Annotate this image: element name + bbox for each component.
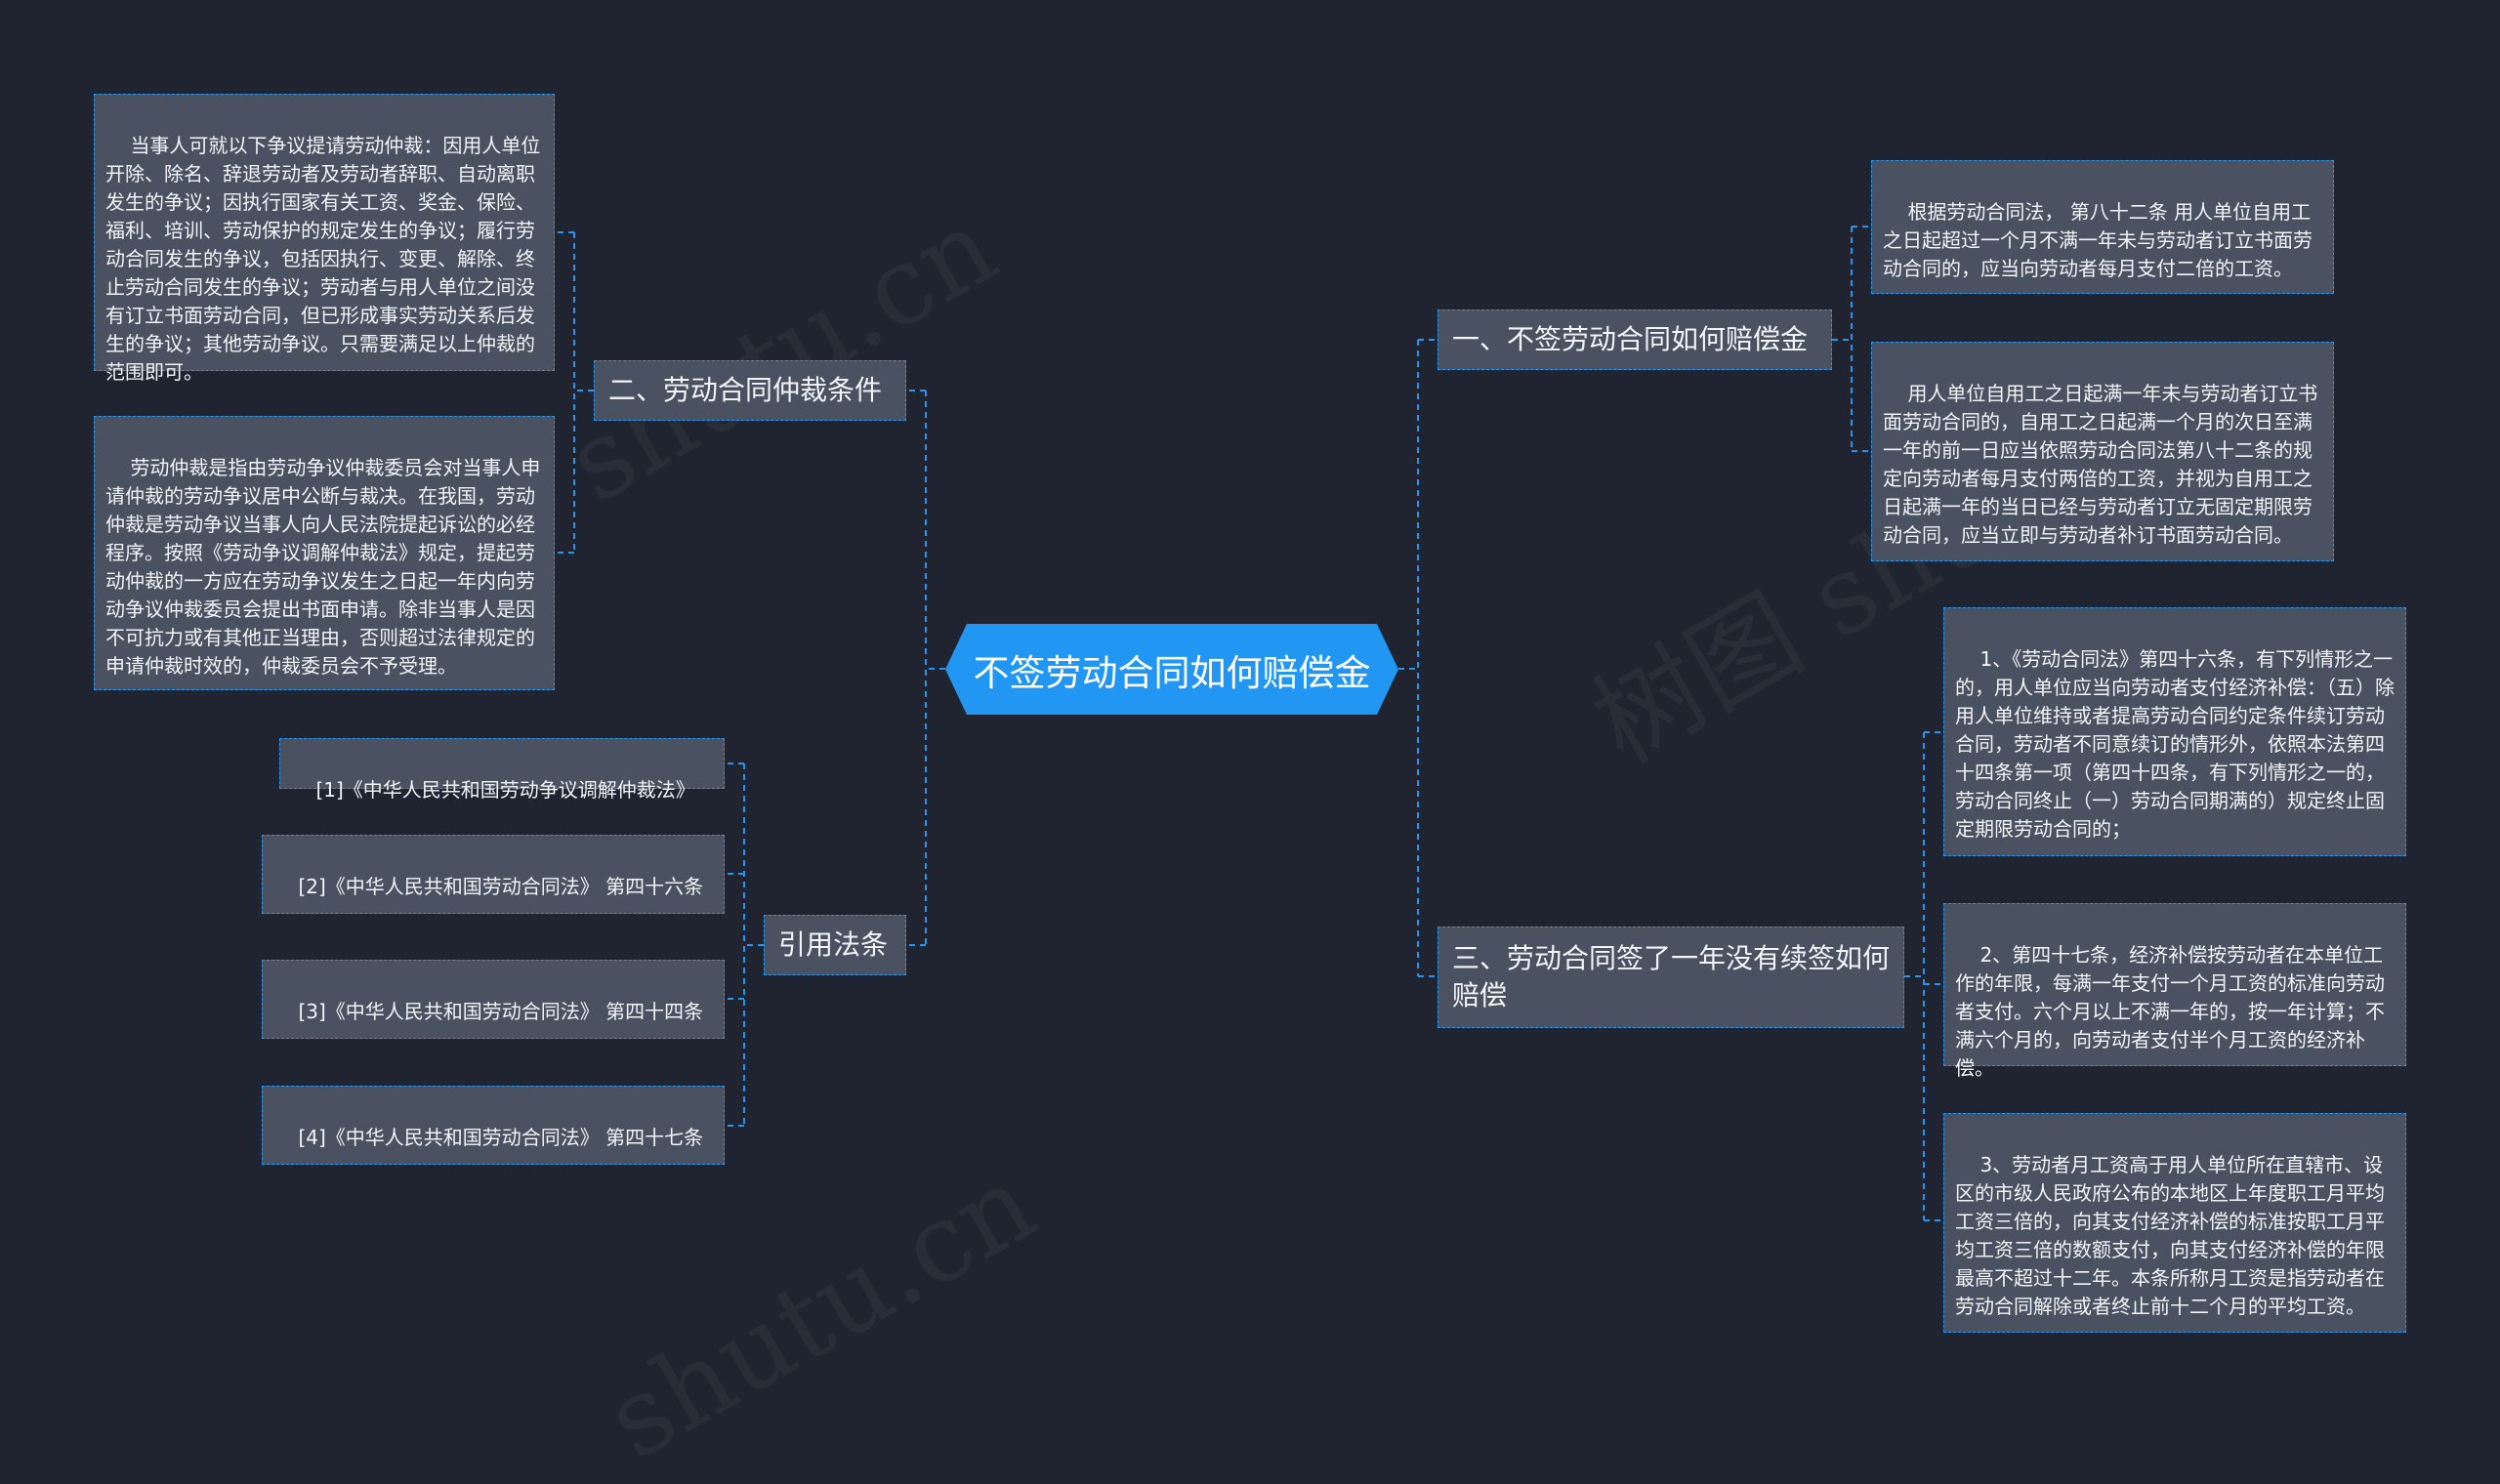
leaf-text: 3、劳动者月工资高于用人单位所在直辖市、设区的市级人民政府公布的本地区上年度职工… bbox=[1955, 1153, 2385, 1318]
watermark: shutu.cn bbox=[586, 1140, 1055, 1483]
branch-no-contract-compensation[interactable]: 一、不签劳动合同如何赔偿金 bbox=[1438, 309, 1832, 370]
mind-map-canvas: shutu.cn 树图 shutu shutu.cn bbox=[94, 94, 2406, 1333]
leaf-article-46[interactable]: 1、《劳动合同法》第四十六条，有下列情形之一的，用人单位应当向劳动者支付经济补偿… bbox=[1943, 607, 2406, 856]
watermark: shutu.cn bbox=[547, 184, 1016, 526]
leaf-text: 根据劳动合同法， 第八十二条 用人单位自用工之日起超过一个月不满一年未与劳动者订… bbox=[1883, 200, 2312, 280]
leaf-arbitration-scope[interactable]: 当事人可就以下争议提请劳动仲裁：因用人单位开除、除名、辞退劳动者及劳动者辞职、自… bbox=[94, 94, 555, 384]
leaf-text: 1、《劳动合同法》第四十六条，有下列情形之一的，用人单位应当向劳动者支付经济补偿… bbox=[1955, 647, 2395, 841]
root-node[interactable]: 不签劳动合同如何赔偿金 bbox=[945, 624, 1398, 715]
reference-3[interactable]: [3]《中华人民共和国劳动合同法》 第四十四条 bbox=[262, 960, 725, 1039]
branch-arbitration-conditions[interactable]: 二、劳动合同仲裁条件 bbox=[594, 360, 906, 421]
reference-text: [2]《中华人民共和国劳动合同法》 第四十六条 bbox=[298, 875, 704, 898]
branch-label: 二、劳动合同仲裁条件 bbox=[608, 374, 883, 406]
branch-one-year-no-renewal[interactable]: 三、劳动合同签了一年没有续签如何赔偿 bbox=[1438, 927, 1904, 1028]
root-node-label: 不签劳动合同如何赔偿金 bbox=[973, 651, 1371, 694]
leaf-one-year-rule[interactable]: 用人单位自用工之日起满一年未与劳动者订立书面劳动合同的，自用工之日起满一个月的次… bbox=[1871, 342, 2334, 561]
leaf-arbitration-definition[interactable]: 劳动仲裁是指由劳动争议仲裁委员会对当事人申请仲裁的劳动争议居中公断与裁决。在我国… bbox=[94, 416, 555, 690]
branch-label: 一、不签劳动合同如何赔偿金 bbox=[1452, 323, 1809, 355]
reference-text: [1]《中华人民共和国劳动争议调解仲裁法》 bbox=[315, 778, 695, 802]
branch-label: 三、劳动合同签了一年没有续签如何赔偿 bbox=[1452, 942, 1891, 1011]
branch-cited-laws[interactable]: 引用法条 bbox=[764, 915, 906, 975]
leaf-text: 劳动仲裁是指由劳动争议仲裁委员会对当事人申请仲裁的劳动争议居中公断与裁决。在我国… bbox=[105, 456, 541, 678]
branch-label: 引用法条 bbox=[778, 928, 889, 961]
reference-1[interactable]: [1]《中华人民共和国劳动争议调解仲裁法》 bbox=[279, 738, 725, 802]
reference-4[interactable]: [4]《中华人民共和国劳动合同法》 第四十七条 bbox=[262, 1086, 725, 1165]
leaf-compensation-cap[interactable]: 3、劳动者月工资高于用人单位所在直辖市、设区的市级人民政府公布的本地区上年度职工… bbox=[1943, 1113, 2406, 1333]
reference-2[interactable]: [2]《中华人民共和国劳动合同法》 第四十六条 bbox=[262, 835, 725, 914]
reference-text: [3]《中华人民共和国劳动合同法》 第四十四条 bbox=[298, 1000, 704, 1023]
reference-text: [4]《中华人民共和国劳动合同法》 第四十七条 bbox=[298, 1126, 704, 1149]
leaf-text: 当事人可就以下争议提请劳动仲裁：因用人单位开除、除名、辞退劳动者及劳动者辞职、自… bbox=[105, 134, 541, 384]
leaf-double-wage[interactable]: 根据劳动合同法， 第八十二条 用人单位自用工之日起超过一个月不满一年未与劳动者订… bbox=[1871, 160, 2334, 294]
leaf-article-47[interactable]: 2、第四十七条，经济补偿按劳动者在本单位工作的年限，每满一年支付一个月工资的标准… bbox=[1943, 903, 2406, 1080]
leaf-text: 用人单位自用工之日起满一年未与劳动者订立书面劳动合同的，自用工之日起满一个月的次… bbox=[1883, 382, 2318, 547]
leaf-text: 2、第四十七条，经济补偿按劳动者在本单位工作的年限，每满一年支付一个月工资的标准… bbox=[1955, 943, 2385, 1080]
